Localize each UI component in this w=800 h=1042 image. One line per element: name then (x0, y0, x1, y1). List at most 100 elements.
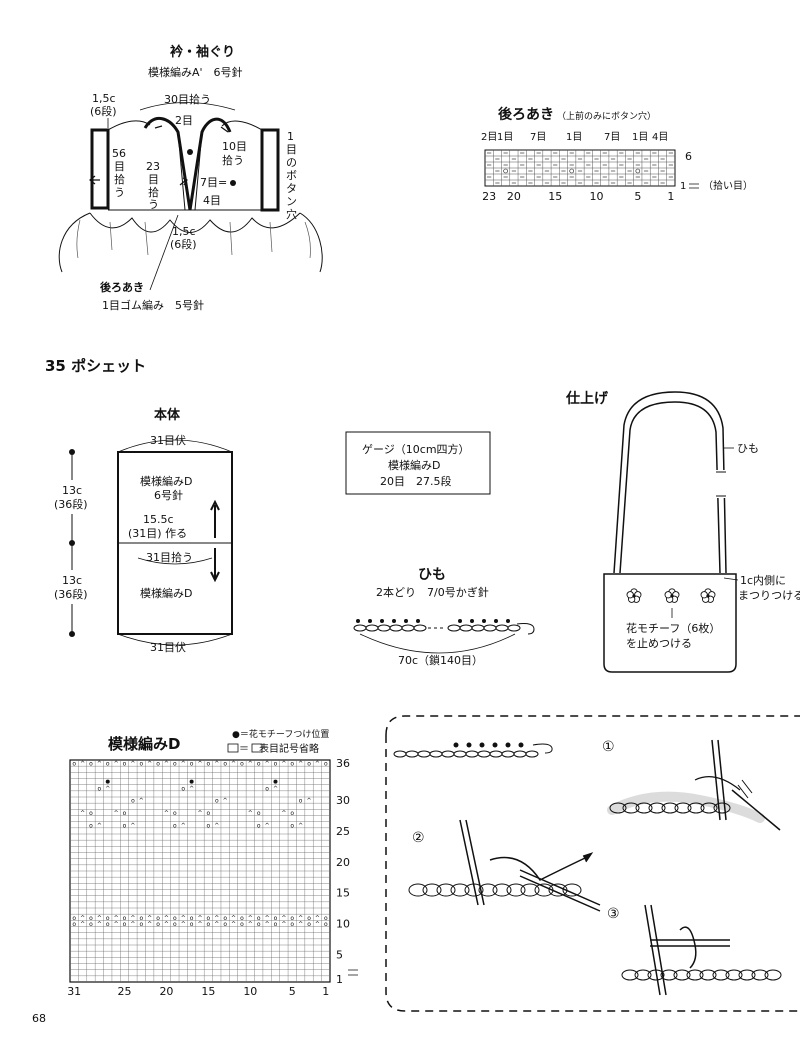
label-1-5c: 1,5c (92, 92, 116, 105)
stitch-symbol: o (207, 761, 211, 768)
skirt-outline (58, 212, 323, 273)
stitch-symbol: ^ (181, 761, 186, 768)
stitch-symbol: o (173, 921, 177, 928)
stitch-symbol: ^ (281, 915, 286, 922)
stitch-symbol: ^ (164, 921, 169, 928)
chain-stitch (525, 750, 539, 758)
chain-stitch (687, 802, 705, 814)
stitch-symbol: ^ (197, 921, 202, 928)
stitch-symbol: ^ (189, 785, 194, 792)
chain-stitch (764, 969, 782, 981)
btn-label-6: ン (286, 195, 297, 208)
stitch-symbol: o (290, 822, 294, 829)
motif-position-dot (356, 619, 360, 623)
width-c: 15.5c (143, 513, 174, 526)
body-title: 本体 (154, 407, 181, 423)
arrow-center (179, 177, 188, 186)
label-bottom-dan: (6段) (170, 237, 197, 251)
back-chart-row6: 6 (685, 150, 692, 163)
chain-stitch (700, 802, 718, 814)
chain-stitch (450, 883, 470, 897)
col-number: 20 (159, 985, 173, 998)
row-number: 10 (336, 917, 350, 930)
stitch-symbol: o (173, 810, 177, 817)
pattern-grid-lines (70, 760, 330, 982)
dim-dot-mid (69, 540, 75, 546)
stitch-symbol: ^ (298, 915, 303, 922)
stitch-symbol: o (89, 915, 93, 922)
crochet-steps-panel: ① ② ③ (385, 715, 800, 1012)
stitch-symbol: o (307, 921, 311, 928)
flower-center (632, 594, 636, 598)
upper-needle: 6号針 (154, 488, 183, 502)
stitch-symbol: o (299, 798, 303, 805)
neck-inner (177, 131, 203, 211)
chain-stitch (699, 969, 717, 981)
collar-subtitle: 模様編みA' 6号針 (148, 65, 243, 79)
collar-title: 衿・袖ぐり (170, 44, 235, 60)
body-top-arc (117, 439, 233, 453)
stitch-symbol: ^ (147, 761, 152, 768)
btn-label-1: 1 (287, 130, 294, 143)
right-armhole-band (260, 128, 280, 212)
back-chart-note: （上前のみにボタン穴） (557, 110, 656, 122)
stitch-symbol: ^ (181, 822, 186, 829)
stitch-symbol: ^ (214, 761, 219, 768)
leader-back (149, 214, 179, 291)
step1-needle (711, 739, 727, 821)
chain-stitch (513, 750, 527, 758)
back-chart-top-label: 4目 (652, 132, 668, 143)
legend-box-b (251, 743, 263, 753)
stitch-symbol: ^ (214, 915, 219, 922)
chain-stitch (483, 624, 497, 632)
motif-position-dot (494, 619, 498, 623)
stitch-symbol: o (173, 761, 177, 768)
stitch-symbol: ^ (130, 921, 135, 928)
row1-arrows (348, 969, 358, 976)
stitch-symbol: o (274, 921, 278, 928)
skirt-folds (76, 219, 311, 259)
stitch-symbol: o (123, 761, 127, 768)
stitch-symbol: ^ (248, 810, 253, 817)
stitch-symbol: ^ (97, 822, 102, 829)
row-number: 36 (336, 757, 350, 770)
stitch-symbol: o (223, 915, 227, 922)
motif-position-dot (105, 779, 110, 784)
row-number: 5 (336, 948, 343, 961)
strap-length-arc (359, 633, 516, 654)
col-number: 1 (322, 985, 329, 998)
btn-label-7: 穴 (286, 207, 297, 221)
stitch-symbol: o (240, 761, 244, 768)
motif-position-dot (470, 619, 474, 623)
pattern-d-title: 模様編みD (108, 735, 180, 753)
stitch-symbol: ^ (197, 915, 202, 922)
body-bottom-label: 31目伏 (150, 640, 186, 654)
stitch-symbol: ^ (114, 761, 119, 768)
stitch-symbol: ^ (281, 761, 286, 768)
stitch-symbol: o (123, 810, 127, 817)
stitch-symbol: o (274, 915, 278, 922)
stitch-symbol: o (207, 915, 211, 922)
stitch-symbol: ^ (248, 921, 253, 928)
body-bottom-arc (117, 633, 233, 646)
step1-chain-shadow (607, 791, 765, 823)
stitch-symbol: o (207, 822, 211, 829)
stitch-symbol: o (223, 761, 227, 768)
stitch-symbol: o (156, 915, 160, 922)
stitch-symbol: o (156, 761, 160, 768)
finish-attach2: まつりつける (738, 589, 800, 602)
stitch-symbol: o (290, 761, 294, 768)
pickup-arrows (689, 183, 699, 189)
chain-stitch (489, 750, 503, 758)
stitch-symbol: ^ (114, 921, 119, 928)
finish-himo: ひも (737, 442, 759, 455)
step2-needle (459, 819, 485, 906)
stitch-symbol: ^ (265, 921, 270, 928)
back-chart-x-tick: 1 (667, 190, 674, 203)
stitch-symbol: ^ (164, 915, 169, 922)
label-23-d: う (148, 198, 159, 211)
stitch-symbol: o (72, 921, 76, 928)
arrow-down (210, 548, 220, 583)
rib-label: 1目ゴム編み 5号針 (102, 298, 204, 312)
